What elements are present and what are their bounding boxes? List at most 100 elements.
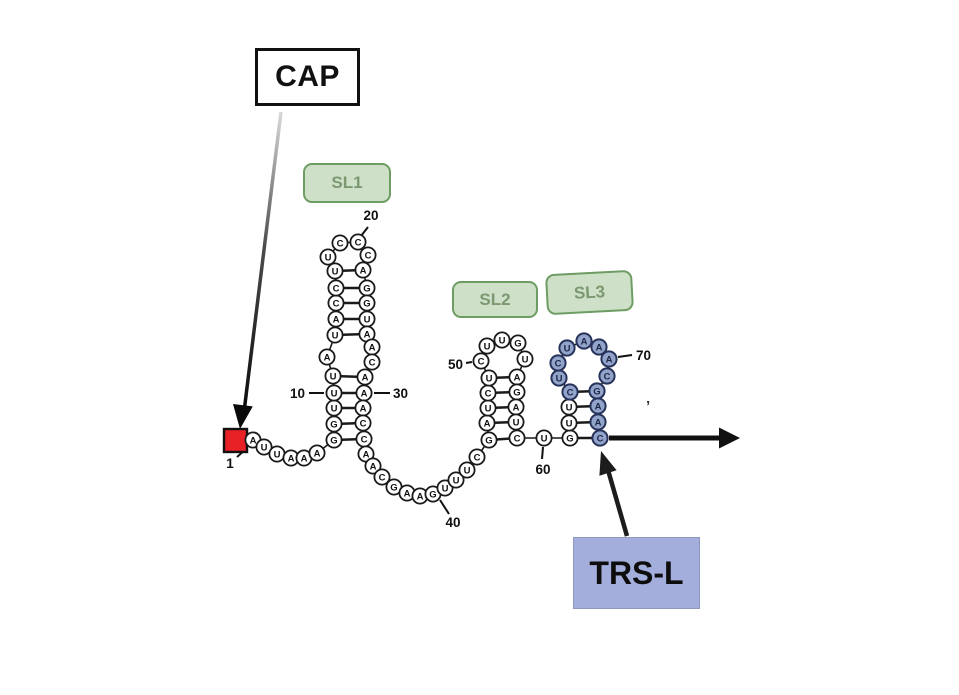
nucleotide-circle [359,246,377,264]
nucleotide-base-label: G [330,435,337,446]
nucleotide-base-label: C [333,283,340,294]
nucleotide-base-label: A [288,453,295,464]
nucleotide-base-label: U [325,252,332,263]
nucleotide-circle [468,448,486,466]
nucleotide-circle-trs [598,367,616,385]
nucleotide-base-label: A [369,342,376,353]
nucleotide-base-label: C [604,371,611,382]
nucleotide-base-label: G [429,489,436,500]
nucleotide-circle-trs [575,332,593,350]
nucleotide-circle [478,337,496,355]
nucleotide-base-label: C [514,433,521,444]
nucleotide-base-label: C [369,357,376,368]
nucleotide-circle [354,261,372,279]
sl3-label: SL3 [573,281,606,303]
cap-pointer-arrowhead [233,404,253,429]
trs-l-label-box: TRS-L [573,537,700,609]
nucleotide-circle-trs [600,350,618,368]
nucleotide-base-label: U [364,314,371,325]
nucleotide-base-label: A [513,402,520,413]
nucleotide-circle-trs [589,413,607,431]
nucleotide-base-label: C [337,238,344,249]
nucleotide-base-label: A [404,488,411,499]
cap-label-box: CAP [255,48,360,106]
nucleotide-circle [516,350,534,368]
position-tick-line [360,226,369,237]
nucleotide-base-label: A [484,418,491,429]
position-tick-line [617,354,633,358]
nucleotide-base-label: G [363,298,370,309]
nucleotide-base-label: U [556,373,563,384]
sl2-label-box: SL2 [452,281,538,318]
nucleotide-base-label: C [485,388,492,399]
nucleotide-circle-trs [590,338,608,356]
nucleotide-base-label: G [330,419,337,430]
nucleotide-base-label: G [363,283,370,294]
nucleotide-base-label: A [514,372,521,383]
nucleotide-base-label: U [522,354,529,365]
nucleotide-base-label: G [566,433,573,444]
nucleotide-base-label: A [324,352,331,363]
nucleotide-base-label: C [567,387,574,398]
nucleotide-circle [331,234,349,252]
nucleotide-circle [324,367,342,385]
nucleotide-base-label: U [485,403,492,414]
nucleotide-base-label: G [514,338,521,349]
nucleotide-base-label: U [453,475,460,486]
nucleotide-base-label: U [484,341,491,352]
nucleotide-base-label: U [442,483,449,494]
genome-continuation-arrowhead [719,427,740,449]
nucleotide-circle [535,429,553,447]
nucleotide-base-label: C [474,452,481,463]
nucleotide-base-label: U [261,442,268,453]
nucleotide-circle [308,444,326,462]
nucleotide-base-label: U [331,388,338,399]
nucleotide-circle [508,429,526,447]
nucleotide-circle [326,262,344,280]
position-tick-line [439,499,450,515]
nucleotide-base-label: A [596,342,603,353]
nucleotide-base-label: G [485,435,492,446]
nucleotide-circle [327,279,345,297]
nucleotide-base-label: G [390,482,397,493]
nucleotide-base-label: C [478,356,485,367]
cap-label: CAP [275,60,340,93]
nucleotide-base-label: A [362,372,369,383]
nucleotide-base-label: U [541,433,548,444]
nucleotide-base-label: C [333,298,340,309]
nucleotide-circle [318,348,336,366]
nucleotide-circle-trs [561,383,579,401]
nucleotide-base-label: U [564,343,571,354]
nucleotide-base-label: A [360,265,367,276]
position-number-label: 70 [636,348,651,363]
position-number-label: 20 [363,208,378,223]
position-number-label: 50 [448,357,463,372]
cap-pointer-arrow [242,111,283,413]
nucleotide-base-label: A [417,491,424,502]
nucleotide-base-label: C [361,434,368,445]
nucleotide-circle-trs [558,339,576,357]
sl2-label: SL2 [479,289,511,309]
nucleotide-base-label: U [499,335,506,346]
nucleotide-base-label: U [513,417,520,428]
nucleotide-circle [325,384,343,402]
nucleotide-base-label: A [595,417,602,428]
nucleotide-circle [447,471,465,489]
nucleotide-base-label: A [250,435,257,446]
sl1-label-box: SL1 [303,163,391,203]
nucleotide-base-label: U [566,418,573,429]
nucleotide-base-label: A [364,329,371,340]
nucleotide-base-label: A [370,461,377,472]
nucleotide-circle [480,369,498,387]
nucleotide-base-label: A [363,449,370,460]
nucleotide-circle [373,468,391,486]
nucleotide-circle [255,438,273,456]
position-tick-line [465,361,473,364]
nucleotide-base-label: C [355,237,362,248]
nucleotide-circle [480,431,498,449]
nucleotide-base-label: C [379,472,386,483]
nucleotide-base-label: U [274,449,281,460]
position-tick-line [541,446,544,460]
